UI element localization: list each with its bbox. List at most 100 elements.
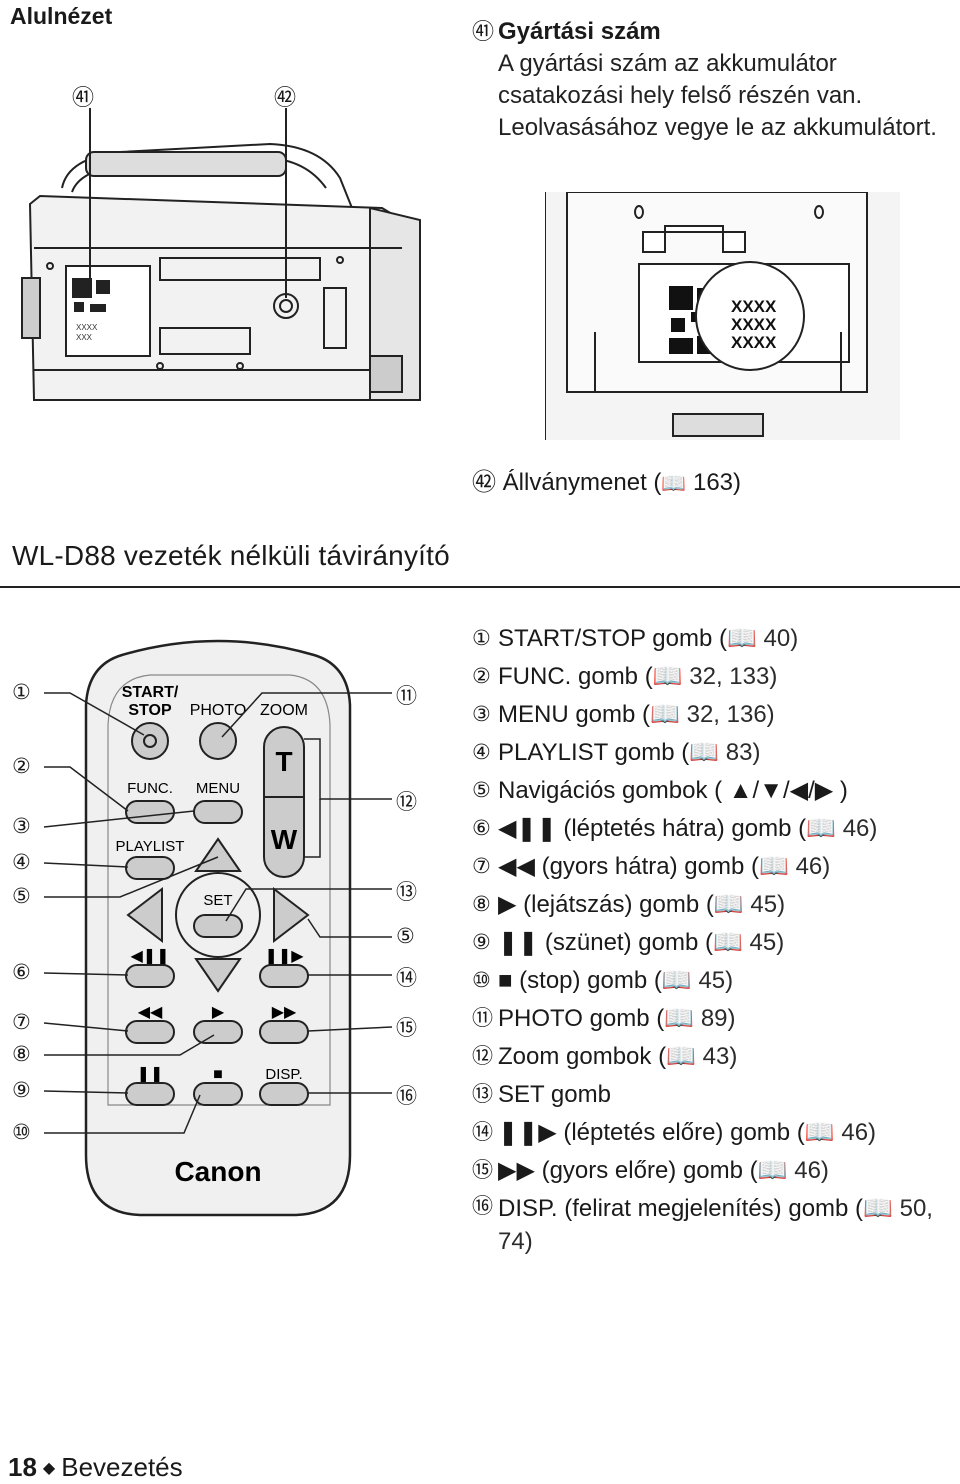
svg-text:❚❚: ❚❚ bbox=[137, 1066, 164, 1083]
disp-button[interactable] bbox=[259, 1082, 309, 1106]
rewind-button[interactable] bbox=[125, 1020, 175, 1044]
tripod-text: Állványmenet ( bbox=[502, 469, 662, 496]
serial-number-description: ㊶ Gyártási szám A gyártási szám az akkum… bbox=[472, 16, 942, 144]
label-zoom: ZOOM bbox=[260, 702, 308, 719]
list-item: ⑩■ (stop) gomb (📖 45) bbox=[472, 967, 734, 994]
stop-button[interactable] bbox=[193, 1082, 243, 1106]
func-button[interactable] bbox=[125, 800, 175, 824]
book-icon: 📖 bbox=[804, 1119, 835, 1146]
zoom-t-label: T bbox=[275, 746, 292, 777]
svg-text:▶: ▶ bbox=[212, 1004, 225, 1021]
book-icon: 📖 bbox=[712, 929, 743, 956]
serial-title: Gyártási szám bbox=[498, 18, 661, 45]
book-icon: 📖 bbox=[664, 1005, 695, 1032]
heading-rule bbox=[0, 586, 960, 588]
pause-button[interactable] bbox=[125, 1082, 175, 1106]
remote-label-2: ② bbox=[12, 755, 31, 778]
remote-label-16: ⑯ bbox=[396, 1085, 417, 1108]
nav-down-button[interactable] bbox=[194, 958, 242, 993]
remote-label-15: ⑮ bbox=[396, 1017, 417, 1040]
svg-text:▶▶: ▶▶ bbox=[272, 1004, 297, 1021]
tripod-num: ㊷ bbox=[472, 469, 496, 496]
svg-text:XXXX: XXXX bbox=[731, 333, 777, 352]
frame-back-button[interactable] bbox=[125, 964, 175, 988]
remote-label-14: ⑭ bbox=[396, 967, 417, 990]
nav-left-button[interactable] bbox=[126, 886, 163, 944]
remote-label-13: ⑬ bbox=[396, 881, 417, 904]
callout-41: ㊶ bbox=[72, 85, 95, 110]
page-number: 18 bbox=[8, 1452, 37, 1482]
serial-callout-num: ㊶ bbox=[472, 19, 495, 44]
serial-body: A gyártási szám az akkumulátor csatakozá… bbox=[498, 50, 937, 141]
book-icon: 📖 bbox=[757, 1157, 788, 1184]
label-stop: STOP bbox=[128, 702, 172, 719]
start-stop-button[interactable] bbox=[131, 722, 169, 760]
list-item: ⑦◀◀ (gyors hátra) gomb (📖 46) bbox=[472, 853, 831, 880]
fast-forward-button[interactable] bbox=[259, 1020, 309, 1044]
list-item: ⑭❚❚▶ (léptetés előre) gomb (📖 46) bbox=[472, 1119, 877, 1146]
playlist-button[interactable] bbox=[125, 856, 175, 880]
list-item: ⑥◀❚❚ (léptetés hátra) gomb (📖 46) bbox=[472, 815, 878, 842]
brand-logo: Canon bbox=[174, 1156, 261, 1187]
list-item: ⑮▶▶ (gyors előre) gomb (📖 46) bbox=[472, 1157, 829, 1184]
book-icon: 📖 bbox=[661, 473, 687, 495]
camcorder-bottom-illustration: XXXX XXX bbox=[21, 108, 421, 401]
remote-control-illustration: START/ STOP PHOTO ZOOM T W FUNC. MENU PL… bbox=[43, 639, 393, 1217]
nav-right-button[interactable] bbox=[273, 886, 310, 944]
book-icon: 📖 bbox=[713, 891, 744, 918]
remote-label-4: ④ bbox=[12, 851, 31, 874]
diamond-icon: ◆ bbox=[42, 1460, 56, 1477]
svg-text:❚❚▶: ❚❚▶ bbox=[264, 948, 304, 965]
label-start: START/ bbox=[122, 684, 179, 701]
set-button[interactable] bbox=[193, 914, 243, 938]
list-item: ⑧▶ (lejátszás) gomb (📖 45) bbox=[472, 891, 786, 918]
tripod-ref: 163) bbox=[692, 469, 742, 496]
book-icon: 📖 bbox=[661, 967, 692, 994]
remote-label-7: ⑦ bbox=[12, 1011, 31, 1034]
tripod-caption: ㊷ Állványmenet (📖 163) bbox=[472, 462, 741, 497]
svg-text:◀❚❚: ◀❚❚ bbox=[130, 948, 169, 965]
book-icon: 📖 bbox=[726, 625, 757, 652]
nav-up-button[interactable] bbox=[194, 837, 242, 872]
remote-label-11: ⑪ bbox=[396, 685, 417, 708]
remote-label-1: ① bbox=[12, 681, 31, 704]
svg-text:XXXX: XXXX bbox=[731, 297, 777, 316]
frame-forward-button[interactable] bbox=[259, 964, 309, 988]
battery-compartment-illustration: XXXX XXXX XXXX bbox=[545, 192, 900, 440]
remote-label-12: ⑫ bbox=[396, 791, 417, 814]
section-tab: Alulnézet bbox=[10, 3, 113, 29]
zoom-rocker[interactable] bbox=[263, 726, 305, 878]
play-button[interactable] bbox=[193, 1020, 243, 1044]
svg-text:◀◀: ◀◀ bbox=[138, 1004, 163, 1021]
page-footer: 18 ◆ Bevezetés bbox=[8, 1452, 183, 1483]
book-icon: 📖 bbox=[863, 1195, 893, 1222]
list-item: ⑨❚❚ (szünet) gomb (📖 45) bbox=[472, 929, 785, 956]
footer-section: Bevezetés bbox=[61, 1452, 183, 1482]
svg-text:XXX: XXX bbox=[76, 333, 93, 342]
remote-label-9: ⑨ bbox=[12, 1079, 31, 1102]
svg-text:■: ■ bbox=[213, 1066, 223, 1083]
label-menu: MENU bbox=[196, 780, 240, 797]
label-func: FUNC. bbox=[127, 780, 173, 797]
menu-button[interactable] bbox=[193, 800, 243, 824]
remote-label-10: ⑩ bbox=[12, 1121, 31, 1144]
serial-mini-text: XXXX bbox=[76, 323, 98, 332]
book-icon: 📖 bbox=[666, 1043, 696, 1070]
label-disp: DISP. bbox=[265, 1066, 302, 1083]
zoom-w-label: W bbox=[271, 824, 298, 855]
book-icon: 📖 bbox=[806, 815, 837, 842]
label-playlist: PLAYLIST bbox=[116, 838, 185, 855]
book-icon: 📖 bbox=[650, 701, 680, 728]
book-icon: 📖 bbox=[652, 663, 683, 690]
svg-text:XXXX: XXXX bbox=[731, 315, 777, 334]
remote-label-5b: ⑤ bbox=[396, 925, 415, 948]
